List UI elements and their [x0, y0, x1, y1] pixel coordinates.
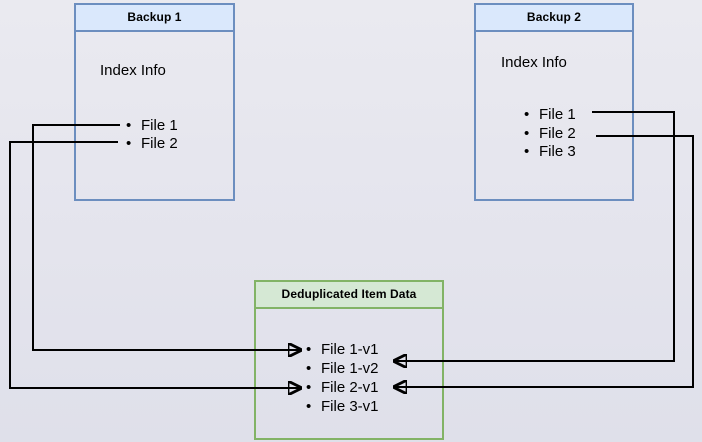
list-item-backup2-file1: File 1 [524, 106, 576, 125]
list-item-backup2-file2: File 2 [524, 125, 576, 144]
backup1-index-info-label: Index Info [100, 62, 166, 79]
list-item-backup2-file3: File 3 [524, 143, 576, 162]
list-item-file3-v1: File 3-v1 [306, 397, 379, 416]
backup1-box: Backup 1 Index Info File 1 File 2 [74, 3, 235, 201]
backup1-file-list: File 1 File 2 [126, 117, 178, 153]
list-item-file1-v2: File 1-v2 [306, 359, 379, 378]
list-item-backup1-file1: File 1 [126, 117, 178, 135]
list-item-file1-v1: File 1-v1 [306, 340, 379, 359]
backup2-box: Backup 2 Index Info File 1 File 2 File 3 [474, 3, 634, 201]
dedup-box: Deduplicated Item Data File 1-v1 File 1-… [254, 280, 444, 440]
backup2-file-list: File 1 File 2 File 3 [524, 106, 576, 162]
list-item-backup1-file2: File 2 [126, 135, 178, 153]
dedup-item-list: File 1-v1 File 1-v2 File 2-v1 File 3-v1 [306, 340, 379, 416]
list-item-file2-v1: File 2-v1 [306, 378, 379, 397]
backup1-title: Backup 1 [76, 5, 233, 32]
dedup-title: Deduplicated Item Data [256, 282, 442, 309]
backup2-index-info-label: Index Info [501, 54, 567, 71]
backup2-title: Backup 2 [476, 5, 632, 32]
